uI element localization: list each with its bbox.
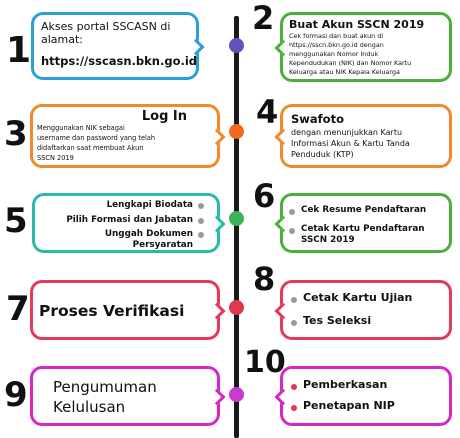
step-6-item-resume: Cek Resume Pendaftaran xyxy=(301,205,427,215)
bullet-icon xyxy=(289,228,295,234)
step-6-item-cetak: Cetak Kartu Pendaftaran xyxy=(301,224,425,234)
timeline-dot-step-9-10 xyxy=(229,387,244,402)
step-3-line: didaftarkan saat membuat Akun xyxy=(37,144,144,152)
bullet-icon xyxy=(291,320,297,326)
step-2-line: Cek formasi dan buat akun di xyxy=(289,32,384,40)
step-5-box: Lengkapi Biodata Pilih Formasi dan Jabat… xyxy=(32,193,220,253)
step-3-title: Log In xyxy=(141,109,187,124)
timeline-dot-step-3-4 xyxy=(229,124,244,139)
step-3-line: SSCN 2019 xyxy=(37,154,74,162)
step-10-box: Pemberkasan Penetapan NIP xyxy=(280,366,452,426)
bullet-icon xyxy=(291,405,297,411)
step-5-item-unggah: Unggah Dokumen xyxy=(105,229,193,239)
step-1-url: https://sscasn.bkn.go.id xyxy=(41,54,198,68)
step-6-box: Cek Resume Pendaftaran Cetak Kartu Penda… xyxy=(280,193,452,253)
step-3-line: username dan password yang telah xyxy=(37,134,156,142)
step-4-line: dengan menunjukkan Kartu xyxy=(291,128,403,137)
step-number-1: 1 xyxy=(6,30,32,71)
timeline-line xyxy=(234,16,239,438)
step-9-box: Pengumuman Kelulusan xyxy=(30,366,220,426)
step-9-line1: Pengumuman xyxy=(53,378,157,396)
step-3-box: Log In Menggunakan NIK sebagai username … xyxy=(30,104,220,168)
step-2-title: Buat Akun SSCN 2019 xyxy=(289,18,425,31)
step-4-box: Swafoto dengan menunjukkan Kartu Informa… xyxy=(280,104,452,168)
step-1-box: Akses portal SSCASN di alamat: https://s… xyxy=(31,12,199,80)
step-5-item-biodata: Lengkapi Biodata xyxy=(107,200,193,210)
step-8-box: Cetak Kartu Ujian Tes Seleksi xyxy=(280,280,452,340)
step-5-item-label: Pilih Formasi dan Jabatan xyxy=(66,215,193,225)
step-10-item-nip: Penetapan NIP xyxy=(303,399,395,412)
step-2-line: https://sscn.bkn.go.id dengan xyxy=(289,41,384,49)
timeline-dot-step-1-2 xyxy=(229,38,244,53)
step-7-title: Proses Verifikasi xyxy=(39,302,185,320)
step-number-6: 6 xyxy=(253,177,276,215)
bullet-icon xyxy=(198,218,204,224)
bullet-icon xyxy=(291,384,297,390)
step-8-item-tes: Tes Seleksi xyxy=(303,314,372,327)
step-5-item-label: Unggah Dokumen xyxy=(104,229,193,239)
step-5-item-formasi: Pilih Formasi dan Jabatan xyxy=(66,215,193,225)
step-number-9: 9 xyxy=(4,375,28,415)
bullet-icon xyxy=(291,297,297,303)
step-number-5: 5 xyxy=(4,201,28,241)
step-10-item-pemberkasan: Pemberkasan xyxy=(303,378,388,391)
timeline-dot-step-7-8 xyxy=(229,300,244,315)
step-1-line1: Akses portal SSCASN di xyxy=(41,20,171,33)
step-9-line2: Kelulusan xyxy=(53,398,126,416)
step-1-line2: alamat: xyxy=(41,33,84,46)
step-number-10: 10 xyxy=(244,345,286,380)
step-number-7: 7 xyxy=(6,289,30,329)
step-2-line: Keluarga atau NIK Kepala Keluarga xyxy=(289,68,400,76)
step-6-item-sscn: SSCN 2019 xyxy=(301,235,355,245)
step-2-line: menggunakan Nomor Induk xyxy=(289,50,379,58)
step-3-line: Menggunakan NIK sebagai xyxy=(37,124,125,132)
step-number-2: 2 xyxy=(252,0,275,37)
step-7-box: Proses Verifikasi xyxy=(30,280,220,340)
step-2-box: Buat Akun SSCN 2019 Cek formasi dan buat… xyxy=(280,12,452,82)
step-number-8: 8 xyxy=(253,260,276,298)
bullet-icon xyxy=(198,203,204,209)
timeline-dot-step-5-6 xyxy=(229,211,244,226)
step-4-line: Informasi Akun & Kartu Tanda xyxy=(291,139,410,148)
step-4-title: Swafoto xyxy=(291,112,344,126)
step-2-line: Kependudukan (NIK) dan Nomor Kartu xyxy=(289,59,412,67)
bullet-icon xyxy=(289,209,295,215)
step-8-item-cetak: Cetak Kartu Ujian xyxy=(303,291,413,304)
bullet-icon xyxy=(198,232,204,238)
step-number-4: 4 xyxy=(256,93,279,131)
step-5-item-label: Lengkapi Biodata xyxy=(106,200,193,210)
step-4-line: Penduduk (KTP) xyxy=(291,150,354,159)
step-number-3: 3 xyxy=(4,114,28,154)
step-5-item-persyaratan: Persyaratan xyxy=(132,240,193,250)
